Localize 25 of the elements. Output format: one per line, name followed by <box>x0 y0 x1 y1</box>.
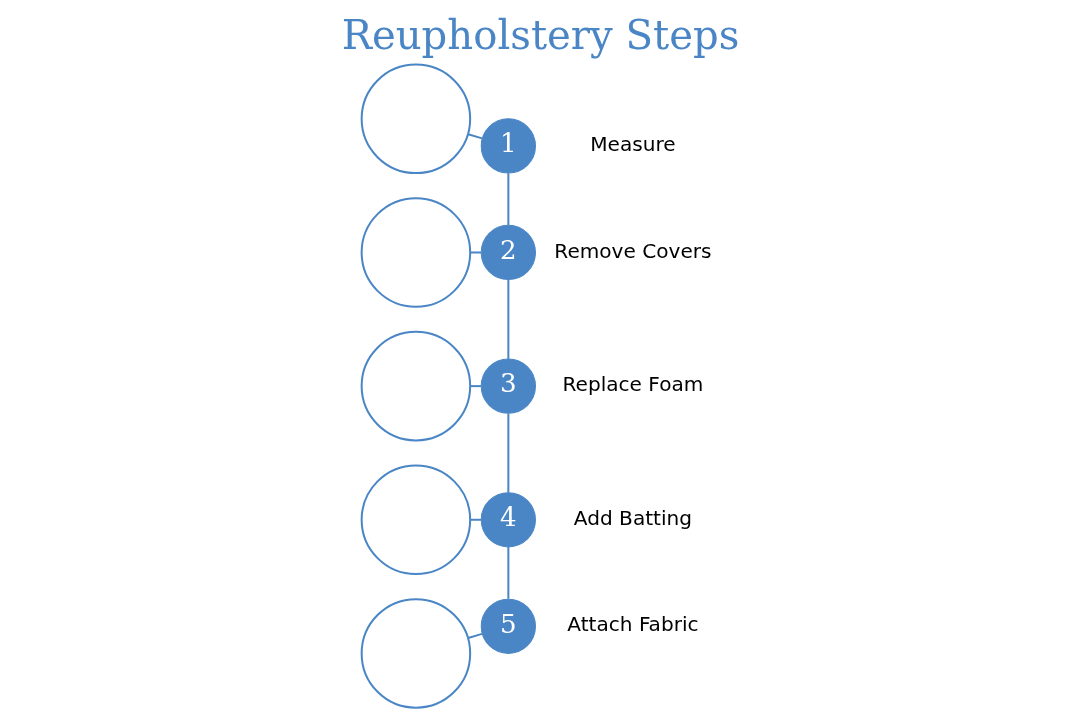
node-label: Remove Covers <box>553 238 711 263</box>
node-label: Add Batting <box>573 505 692 530</box>
node-label: Measure <box>589 132 676 157</box>
node-circle: 5 <box>480 598 536 654</box>
node-circle <box>360 197 471 308</box>
node-label: Replace Foam <box>562 372 703 397</box>
connector <box>469 518 481 521</box>
connector <box>506 279 509 359</box>
node-circle <box>360 598 471 709</box>
connector <box>467 632 482 639</box>
connector <box>506 546 509 599</box>
node-circle: 4 <box>480 492 536 548</box>
connector <box>469 251 481 254</box>
connector <box>469 385 481 388</box>
node-circle: 1 <box>480 118 536 174</box>
connector <box>506 413 509 493</box>
node-circle <box>360 330 471 442</box>
node-circle <box>360 63 471 175</box>
connector <box>467 133 482 140</box>
diagram-title: Reupholstery Steps <box>341 11 739 58</box>
node-label: Attach Fabric <box>566 612 699 637</box>
connector <box>506 173 509 226</box>
node-circle: 2 <box>480 224 536 281</box>
node-circle: 3 <box>480 358 536 414</box>
node-circle <box>360 464 471 576</box>
